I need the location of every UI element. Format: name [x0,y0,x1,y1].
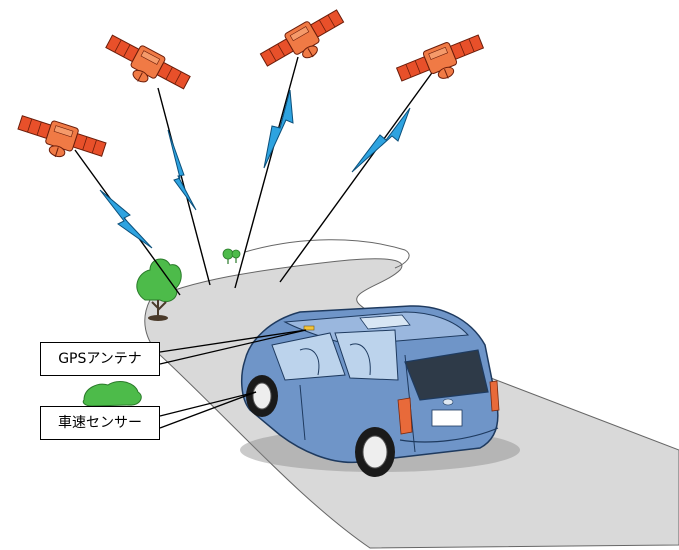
callout-lines [159,329,307,429]
gps-antenna-label: GPSアンテナ [40,342,160,376]
tree-icon [136,258,182,321]
van-icon [240,305,520,477]
speed-sensor-label: 車速センサー [40,406,160,440]
signal-lightning-icon [99,89,411,249]
bush-icon [82,381,142,407]
satellite-icon [12,5,490,172]
small-tree-icon [222,248,241,264]
